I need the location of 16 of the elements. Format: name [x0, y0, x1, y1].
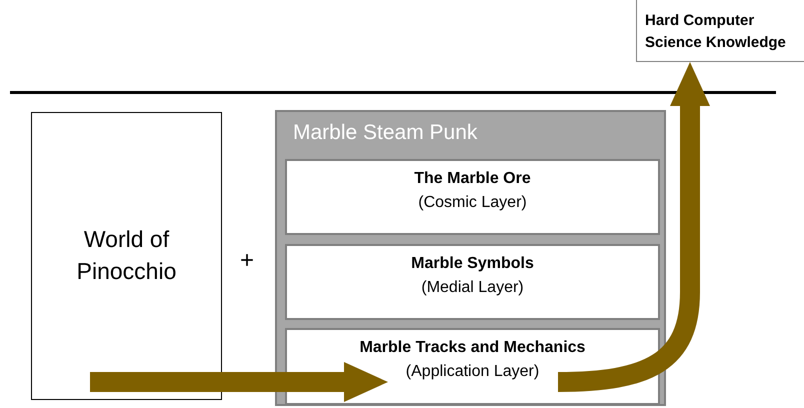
plus-sign: +: [240, 246, 254, 276]
layer-title: Marble Symbols: [411, 254, 534, 274]
world-title: World of Pinocchio: [76, 225, 178, 286]
panel-title: Marble Steam Punk: [293, 120, 478, 146]
layer-title: The Marble Ore: [414, 169, 531, 189]
layer-subtitle: (Application Layer): [406, 362, 540, 382]
layer-box: [285, 244, 660, 320]
note-text: Hard Computer Science Knowledge: [645, 11, 787, 53]
thick-arrow: [90, 362, 388, 402]
note-box: [636, 0, 804, 62]
layer-stack-panel: [275, 110, 666, 406]
layer-subtitle: (Cosmic Layer): [418, 193, 527, 213]
world-box: [31, 112, 222, 400]
layer-title: Marble Tracks and Mechanics: [360, 338, 586, 358]
layer-subtitle: (Medial Layer): [421, 278, 524, 298]
layer-box: [285, 159, 660, 235]
